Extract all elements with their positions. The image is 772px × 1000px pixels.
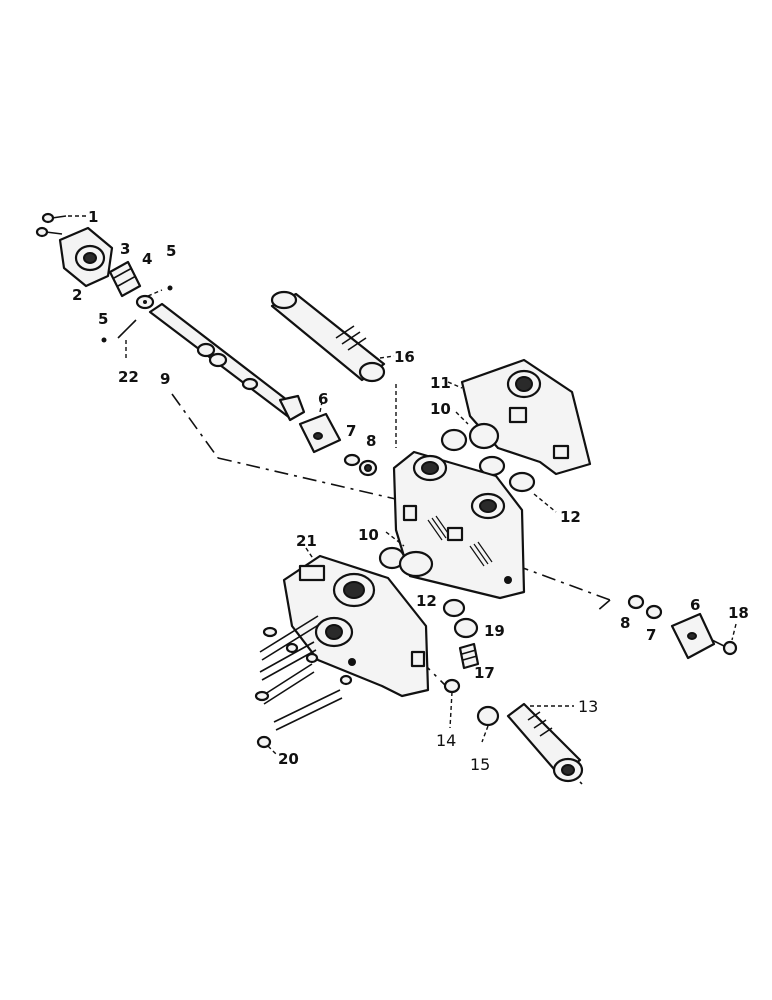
callout-2: 2: [72, 286, 82, 304]
part-3-bushing: [108, 260, 142, 298]
callout-18: 18: [728, 604, 749, 622]
callout-4: 4: [142, 250, 152, 268]
part-10-orings-upper: [440, 411, 500, 452]
callout-16: 16: [394, 348, 415, 366]
callout-14: 14: [436, 731, 456, 750]
part-1-bolts: [35, 212, 86, 238]
part-6-cover-plate-left: [298, 401, 342, 454]
callout-8b: 8: [620, 614, 630, 632]
part-15-oring: [476, 705, 500, 743]
callout-19: 19: [484, 622, 505, 640]
assembly-line-body: [217, 457, 401, 501]
callout-1: 1: [88, 208, 98, 226]
part-7-oring-left: [343, 453, 361, 467]
callout-10a: 10: [430, 400, 451, 418]
callout-7a: 7: [346, 422, 356, 440]
callout-6b: 6: [690, 596, 700, 614]
part-2-end-cap: [58, 226, 114, 288]
callout-11: 11: [430, 374, 451, 392]
part-12-orings-upper: [478, 455, 557, 513]
part-8-seal-right: [627, 594, 645, 610]
callout-3: 3: [120, 240, 130, 258]
part-12-oring-lower: [442, 598, 466, 618]
part-8-seal-left: [358, 459, 378, 477]
part-19-ball: [453, 617, 479, 639]
callout-17: 17: [474, 664, 495, 682]
callout-5b: 5: [98, 310, 108, 328]
assembly-line-right: [514, 564, 611, 601]
assembly-line-right-2: [595, 599, 611, 613]
callout-9: 9: [160, 370, 170, 388]
part-13-relief-bolt: [506, 702, 584, 783]
part-6-cover-plate-right: [670, 612, 716, 660]
callout-5a: 5: [166, 242, 176, 260]
part-4-washer: [135, 285, 173, 310]
callout-13: 13: [578, 697, 598, 716]
callout-15: 15: [470, 755, 490, 774]
part-22-pin: [101, 319, 137, 358]
callout-22: 22: [118, 368, 139, 386]
part-17-spring: [458, 642, 480, 670]
part-10-orings-lower: [378, 531, 434, 578]
part-14-washer: [443, 678, 461, 729]
callout-12a: 12: [560, 508, 581, 526]
callout-21: 21: [296, 532, 317, 550]
callout-20: 20: [278, 750, 299, 768]
callout-8a: 8: [366, 432, 376, 450]
callout-10b: 10: [358, 526, 379, 544]
part-20-tie-rods: [254, 615, 353, 755]
callout-6a: 6: [318, 390, 328, 408]
callout-12b: 12: [416, 592, 437, 610]
assembly-line-spool: [171, 393, 219, 459]
part-21-inlet-section: [282, 547, 430, 698]
part-18-screw: [711, 623, 738, 656]
part-11-upper-valve-section: [447, 358, 592, 476]
part-7-oring-right: [645, 604, 663, 620]
callout-labels: 1 2 3 4 5 5 22 9 16 6 7 8 11 10 12 10 21…: [72, 208, 749, 774]
part-16-plunger: [270, 290, 397, 448]
part-9-spool: [148, 302, 306, 422]
callout-7b: 7: [646, 626, 656, 644]
